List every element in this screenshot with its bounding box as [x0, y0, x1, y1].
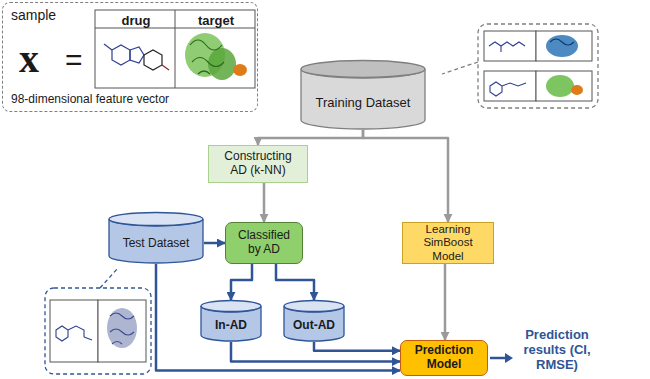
result-arrow-part — [505, 353, 513, 363]
molecule-sketch-part — [104, 44, 112, 50]
training-callout-part — [490, 82, 526, 96]
training-callout-part — [546, 75, 574, 97]
molecule-sketch — [104, 44, 169, 70]
molecule-sketch-part — [144, 50, 162, 70]
protein-sketch-part — [233, 64, 247, 76]
panel-title: sample — [11, 8, 56, 23]
flow-arrow — [231, 342, 400, 362]
node-label: Constructing AD (k-NN) — [215, 150, 301, 178]
training-callout-part — [546, 35, 578, 57]
training-callout-part — [489, 42, 525, 52]
training-callout-part — [484, 71, 536, 101]
cylinder-top — [109, 213, 203, 226]
process-box: Learning SimBoost Model — [402, 222, 494, 264]
sample-table — [95, 10, 255, 88]
training-callout-part — [478, 24, 598, 108]
training-callout-part — [536, 31, 592, 61]
training-callout — [442, 24, 598, 108]
flow-arrow — [276, 264, 314, 300]
panel-caption: 98-dimensional feature vector — [11, 93, 169, 106]
molecule-sketch-part — [130, 47, 144, 63]
sample-table-part — [95, 10, 255, 88]
test-callout-part — [110, 313, 134, 344]
cylinder-top — [284, 301, 344, 312]
flow-arrow — [204, 242, 225, 245]
result-arrow — [490, 353, 513, 363]
flow-arrow — [263, 183, 266, 222]
process-box: Classified by AD — [225, 222, 303, 264]
flow-arrow — [444, 264, 447, 340]
test-callout-part — [100, 268, 118, 288]
test-callout-part — [45, 288, 151, 374]
molecule-sketch-part — [112, 45, 130, 65]
equals-sign: = — [65, 45, 83, 75]
flow-arrow — [363, 130, 448, 222]
sample-table-part — [175, 10, 176, 88]
database-cylinder: Training Dataset — [300, 60, 426, 130]
cylinder-top — [201, 301, 261, 312]
sample-panel: sample x = drugtarget 98-dimensional feature… — [2, 2, 258, 112]
process-box: Prediction Model — [400, 340, 488, 376]
training-callout-part — [550, 39, 574, 45]
training-callout-part — [442, 62, 478, 74]
test-callout-part — [107, 308, 137, 348]
process-box: Constructing AD (k-NN) — [208, 145, 308, 183]
training-callout-part — [536, 71, 592, 101]
node-label: Out-AD — [287, 319, 341, 333]
node-label: In-AD — [204, 319, 258, 333]
column-header: target — [176, 14, 256, 28]
protein-sketch-part — [190, 40, 224, 74]
test-callout — [45, 268, 151, 374]
test-callout-part — [56, 326, 92, 341]
result-label: Prediction results (CI, RMSE) — [512, 328, 602, 373]
cylinder-top — [301, 61, 425, 78]
node-label: Prediction Model — [407, 344, 481, 372]
node-label: Learning SimBoost Model — [409, 223, 487, 263]
protein-sketch — [185, 33, 247, 80]
vector-symbol: x — [19, 39, 39, 79]
training-callout-part — [571, 85, 583, 95]
result-arrow-part — [490, 357, 507, 360]
flow-arrow — [314, 342, 400, 351]
column-header: drug — [96, 14, 176, 28]
database-cylinder: Out-AD — [283, 300, 345, 342]
node-label: Training Dataset — [304, 96, 422, 111]
flow-arrow — [156, 264, 400, 371]
test-callout-part — [98, 300, 146, 362]
node-label: Test Dataset — [112, 237, 200, 251]
database-cylinder: In-AD — [200, 300, 262, 342]
node-label: Classified by AD — [232, 229, 296, 257]
flow-arrow — [258, 130, 363, 145]
molecule-sketch-part — [162, 65, 169, 70]
training-callout-part — [484, 31, 536, 61]
test-callout-part — [50, 300, 98, 362]
database-cylinder: Test Dataset — [108, 212, 204, 264]
flow-arrow — [231, 264, 252, 300]
